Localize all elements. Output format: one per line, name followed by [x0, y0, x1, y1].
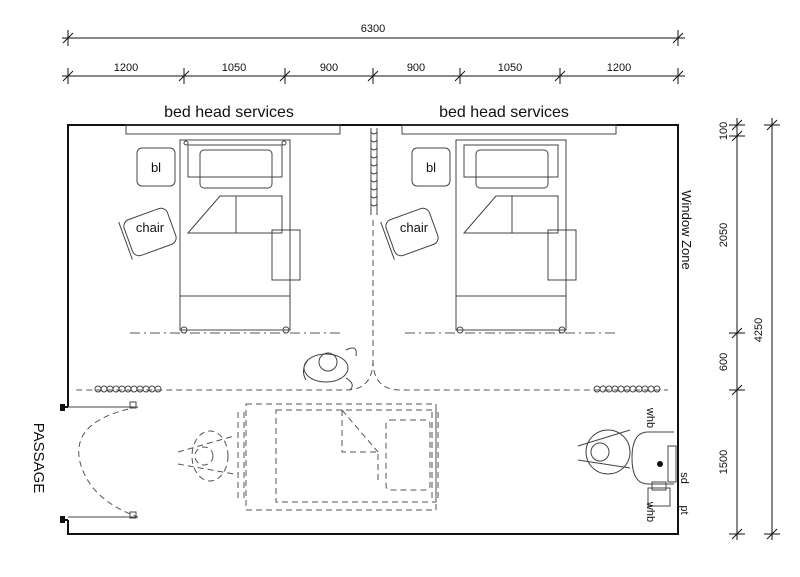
room-walls	[60, 124, 679, 535]
curtain-right	[593, 385, 661, 393]
segment-dim-6: 1200	[607, 62, 631, 74]
staff-figure-basin	[577, 429, 631, 475]
window-zone-label: Window Zone	[679, 190, 694, 269]
overall-dimension: 6300	[62, 23, 685, 46]
bed-left	[179, 139, 301, 334]
overall-dimension-label: 6300	[361, 23, 385, 35]
segment-dim-2: 1050	[222, 62, 246, 74]
chair-right-label: chair	[400, 220, 429, 235]
segment-dim-4: 900	[407, 62, 425, 74]
staff-figure-trolley	[177, 430, 235, 482]
curtain-left	[94, 385, 162, 393]
chair-left-label: chair	[136, 220, 165, 235]
vertical-dim-total: 4250	[753, 318, 765, 342]
vertical-dim-2050: 2050	[718, 223, 730, 247]
vertical-dim-600: 600	[718, 353, 730, 371]
whb-label-top: whb	[644, 407, 656, 428]
wash-hand-basin	[631, 431, 677, 507]
vertical-dim-1500: 1500	[718, 450, 730, 474]
segment-dim-3: 900	[320, 62, 338, 74]
passage-label: PASSAGE	[30, 423, 47, 494]
pt-label: pt	[678, 505, 690, 514]
bed-head-services-right-label: bed head services	[439, 104, 569, 121]
vertical-dimensions: 100 2050 600 1500 4250	[718, 118, 780, 540]
staff-figure-center	[302, 347, 357, 391]
trolley-dashed	[237, 403, 439, 511]
whb-label-bottom: whb	[644, 501, 656, 522]
chair-right: chair	[380, 207, 439, 260]
bedside-locker-right-label: bl	[426, 160, 436, 175]
bed-right	[455, 139, 577, 334]
chair-left: chair	[118, 207, 177, 260]
bed-head-services-left-rail	[125, 124, 341, 135]
vertical-dim-100: 100	[718, 122, 730, 140]
curtain-divider	[72, 128, 668, 391]
bed-head-services-right-rail	[401, 124, 617, 135]
segment-dim-5: 1050	[498, 62, 522, 74]
sd-label: sd	[678, 472, 690, 484]
bedside-locker-left-label: bl	[151, 160, 161, 175]
door	[68, 401, 139, 519]
bedside-locker-right: bl	[411, 147, 451, 187]
bedside-locker-left: bl	[136, 147, 176, 187]
bed-head-services-left-label: bed head services	[164, 104, 294, 121]
segment-dim-1: 1200	[114, 62, 138, 74]
segment-dimensions: 1200 1050 900 900 1050 1200	[62, 62, 685, 84]
